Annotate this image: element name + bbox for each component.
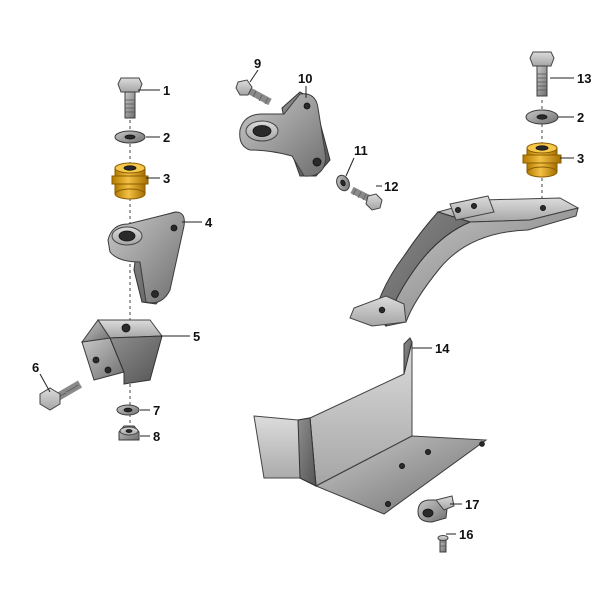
callout-14: 14	[435, 341, 450, 356]
bolt-part-13	[529, 51, 555, 97]
callout-6: 6	[32, 360, 39, 375]
bolt-part-1	[117, 77, 143, 119]
callout-7: 7	[153, 403, 160, 418]
block-part-5	[80, 319, 163, 385]
bolt-part-12	[350, 186, 383, 211]
callout-12: 12	[384, 179, 398, 194]
nut-part-8	[118, 425, 140, 441]
callout-4: 4	[205, 215, 213, 230]
callout-13: 13	[577, 71, 591, 86]
callout-16: 16	[459, 527, 473, 542]
washer-part-11	[336, 174, 350, 192]
clamp-part-17	[417, 495, 455, 523]
callout-11: 11	[354, 143, 368, 158]
screw-part-16	[437, 535, 449, 553]
bushing-part-3	[111, 162, 149, 200]
washer-part-2-right	[525, 109, 559, 125]
tray-part-14	[253, 337, 488, 515]
bolt-part-9	[235, 79, 272, 106]
washer-part-2	[114, 130, 146, 144]
center-group	[235, 79, 383, 211]
bracket-part-10	[239, 91, 331, 177]
bracket-part-4	[107, 211, 185, 305]
callout-labels: 1 2 3 4 5 6 7 8 9 10 11 12 13 2 3 14 17 …	[32, 56, 591, 542]
callout-2-right: 2	[577, 110, 584, 125]
callout-1: 1	[163, 83, 170, 98]
callout-3: 3	[163, 171, 170, 186]
right-stack	[349, 51, 580, 327]
bolt-part-6	[39, 380, 83, 411]
left-stack	[39, 77, 185, 441]
callout-8: 8	[153, 429, 160, 444]
callout-5: 5	[193, 329, 200, 344]
bushing-part-3-right	[522, 142, 562, 178]
leader-lines	[39, 69, 574, 535]
callout-2: 2	[163, 130, 170, 145]
washer-part-7	[116, 404, 140, 416]
callout-10: 10	[298, 71, 312, 86]
arch-strap-bracket	[349, 195, 580, 327]
callout-17: 17	[465, 497, 479, 512]
callout-9: 9	[254, 56, 261, 71]
callout-3-right: 3	[577, 151, 584, 166]
